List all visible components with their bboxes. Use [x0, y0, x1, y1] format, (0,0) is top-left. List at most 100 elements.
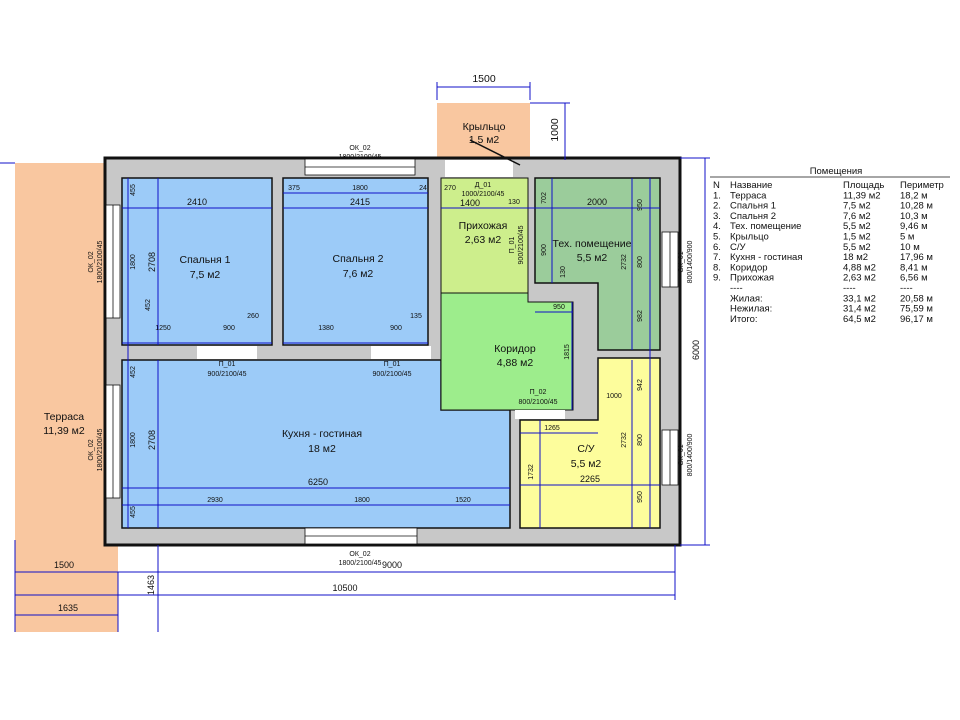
table-row-cell: Кухня - гостиная: [730, 252, 803, 263]
door-label: П_02: [530, 389, 547, 396]
dim-text: 1732: [528, 464, 535, 480]
table-header-cell: N: [713, 180, 720, 191]
bedroom2-area: 7,6 м2: [343, 268, 374, 280]
door-size: 800/2100/45: [519, 399, 558, 406]
dim-text: 1265: [544, 425, 560, 432]
dim-text: 455: [130, 184, 137, 196]
window-label: ОК_01: [678, 251, 685, 272]
door-label: П_01: [509, 237, 516, 254]
dim-text: 1800: [354, 497, 370, 504]
terrace-name: Терраса: [44, 411, 84, 423]
dim-text: 982: [637, 310, 644, 322]
table-row-cell: Коридор: [730, 262, 768, 273]
dim-text: 1380: [318, 325, 334, 332]
room-hall[interactable]: [440, 177, 529, 294]
dim-text: 950: [553, 304, 565, 311]
table-row-cell: 10,28 м: [900, 201, 933, 212]
table-row-cell: 8,41 м: [900, 262, 928, 273]
door-label: П_01: [384, 361, 401, 368]
table-row-cell: 18 м2: [843, 252, 868, 263]
dim-text: 6250: [308, 477, 328, 487]
dim-text: 1520: [455, 497, 471, 504]
bedroom1-name: Спальня 1: [180, 254, 231, 266]
wc-name: С/У: [577, 443, 595, 455]
hall-name: Прихожая: [459, 220, 508, 232]
table-row-cell: 9,46 м: [900, 221, 928, 232]
dim-text: 2930: [207, 497, 223, 504]
dim-text: 2732: [621, 432, 628, 448]
dim-text: 1500: [472, 73, 496, 85]
table-row-cell: 11,39 м2: [843, 190, 881, 201]
dim-text: 2708: [147, 252, 157, 272]
table-total-row-cell: Жилая:: [730, 293, 763, 304]
door-gaps: [197, 160, 565, 419]
door-size: 900/2100/45: [373, 371, 412, 378]
room-tech[interactable]: [534, 177, 661, 351]
dim-text: 24: [419, 185, 427, 192]
dim-text: 1800: [130, 432, 137, 448]
dim-text: 130: [560, 266, 567, 278]
dim-text: 2000: [587, 197, 607, 207]
hall-area: 2,63 м2: [465, 234, 502, 246]
door-size: 900/2100/45: [518, 225, 525, 264]
dim-text: 2265: [580, 474, 600, 484]
windows: [105, 158, 679, 545]
door-size: 900/2100/45: [208, 371, 247, 378]
table-header-cell: Название: [730, 180, 772, 191]
table-total-row-cell: 20,58 м: [900, 293, 933, 304]
table-header-cell: Площадь: [843, 180, 884, 191]
dim-text: 260: [247, 313, 259, 320]
corridor-name: Коридор: [494, 343, 536, 355]
dim-text: 1250: [155, 325, 171, 332]
table-total-row-cell: 33,1 м2: [843, 293, 876, 304]
room-bedroom2[interactable]: [282, 177, 429, 346]
wc-area: 5,5 м2: [571, 458, 602, 470]
dim-text: 1400: [460, 198, 480, 208]
dim-text: 942: [637, 379, 644, 391]
porch-area: [437, 103, 530, 160]
window-label: ОК_02: [349, 145, 370, 152]
dim-text: 455: [130, 506, 137, 518]
table-row-cell: 10 м: [900, 242, 920, 253]
room-corridor[interactable]: [440, 292, 574, 411]
table-row-cell: 9.: [713, 273, 721, 284]
table-row-cell: Спальня 2: [730, 211, 776, 222]
table-separator: ----: [843, 283, 856, 294]
dim-text: 1800: [130, 254, 137, 270]
dim-text: 800: [637, 256, 644, 268]
dim-text: 800: [637, 434, 644, 446]
window-label: ОК_02: [349, 551, 370, 558]
dim-text: 950: [637, 199, 644, 211]
dim-text: 130: [508, 199, 520, 206]
table-row-cell: Крыльцо: [730, 232, 769, 243]
table-total-row-cell: 64,5 м2: [843, 314, 876, 325]
dim-text: 1000: [606, 393, 622, 400]
tech-name: Тех. помещение: [553, 238, 632, 250]
bedroom2-name: Спальня 2: [333, 253, 384, 265]
window-label: ОК_02: [88, 251, 95, 272]
table-separator: ----: [730, 283, 743, 294]
table-row-cell: 1,5 м2: [843, 232, 871, 243]
table-row-cell: 18,2 м: [900, 190, 928, 201]
table-row-cell: 3.: [713, 211, 721, 222]
dim-text: 270: [444, 185, 456, 192]
dim-text: 1815: [564, 344, 571, 360]
table-row-cell: 5,5 м2: [843, 221, 871, 232]
terrace-area-label: 11,39 м2: [43, 425, 85, 437]
room-bedroom1[interactable]: [121, 177, 273, 346]
table-row-cell: 5.: [713, 232, 721, 243]
table-row-cell: 5 м: [900, 232, 914, 243]
window-size: 1800/2100/45: [97, 428, 104, 471]
table-row-cell: 7,6 м2: [843, 211, 871, 222]
corridor-area: 4,88 м2: [497, 357, 534, 369]
dim-text: 2410: [187, 197, 207, 207]
porch-name: Крыльцо: [463, 121, 506, 133]
table-row-cell: 4,88 м2: [843, 262, 876, 273]
dim-text: 2415: [350, 197, 370, 207]
window-size: 800/1400/900: [687, 240, 694, 283]
dim-text: 1635: [58, 603, 78, 613]
table-total-row-cell: 31,4 м2: [843, 304, 876, 315]
